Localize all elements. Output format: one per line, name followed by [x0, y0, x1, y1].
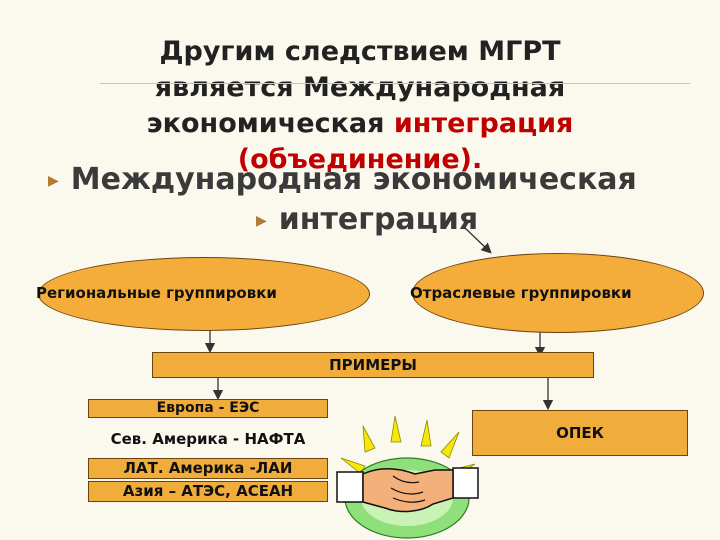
regional-example-asia: Азия – АТЭС, АСЕАН: [88, 481, 328, 502]
oval-regional-groups: [38, 257, 370, 331]
arrow-bullet-to-sectoral: [463, 226, 492, 254]
opec-box: ОПЕК: [472, 410, 688, 456]
bullet-text-1: Международная экономическая: [70, 162, 637, 197]
bullet-item-1: ▶ Международная экономическая: [48, 162, 637, 197]
examples-box: ПРИМЕРЫ: [152, 352, 594, 378]
bullet-text-2: интеграция: [278, 202, 479, 237]
title-line-4: (объединение).: [237, 144, 483, 175]
regional-example-latin-america: ЛАТ. Америка -ЛАИ: [88, 458, 328, 479]
decorative-rule: [100, 83, 690, 84]
slide-title: Другим следствием МГРТ является Междунар…: [60, 34, 660, 178]
regional-example-north-america: Сев. Америка - НАФТА: [110, 430, 306, 448]
label-sectoral-groups: Отраслевые группировки: [410, 284, 632, 302]
label-regional-groups: Региональные группировки: [36, 284, 277, 302]
bullet-icon: ▶: [48, 172, 59, 189]
title-line-3-prefix: экономическая: [146, 108, 394, 139]
title-line-3: экономическая интеграция: [60, 106, 660, 142]
oval-sectoral-groups: [412, 253, 704, 333]
regional-example-europe: Европа - ЕЭС: [88, 399, 328, 418]
title-accent: интеграция: [393, 108, 574, 139]
handshake-icon: [336, 415, 479, 539]
title-line-2: является Международная: [154, 72, 566, 103]
bullet-item-2: ▶ интеграция: [256, 202, 478, 237]
bullet-icon: ▶: [256, 212, 267, 229]
title-line-1: Другим следствием МГРТ: [159, 36, 561, 67]
